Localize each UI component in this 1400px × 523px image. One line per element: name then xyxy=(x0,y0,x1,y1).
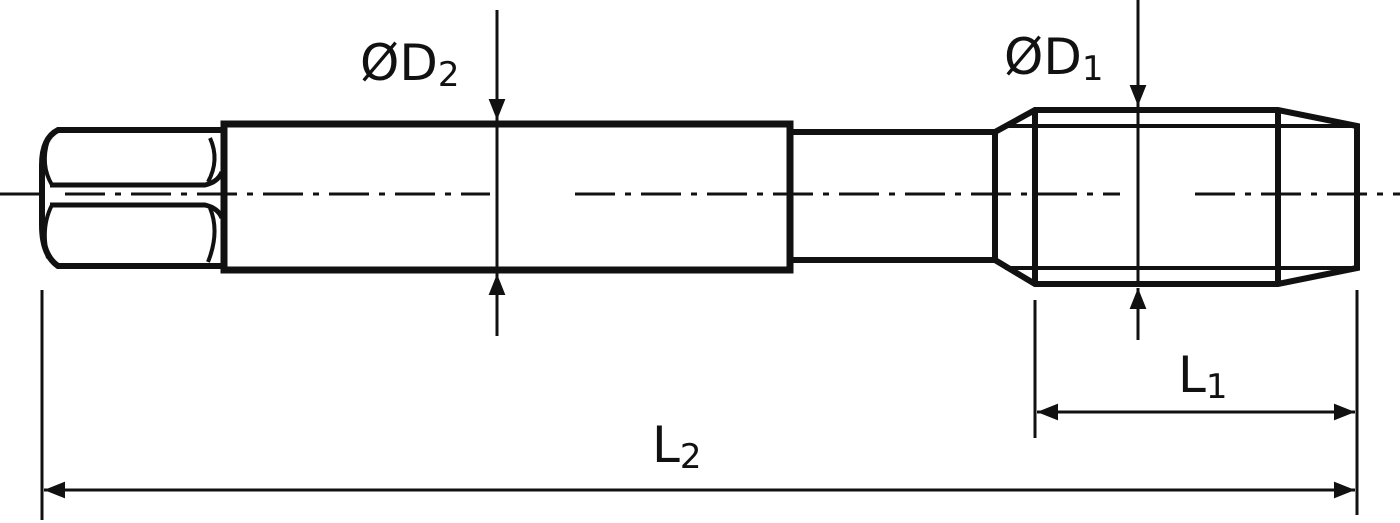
l2-label: L2 xyxy=(652,416,702,477)
square-drive-end xyxy=(39,127,225,269)
l1-label: L1 xyxy=(1178,346,1228,407)
extension-lines xyxy=(40,290,1359,520)
d1-label: ØD1 xyxy=(1004,28,1104,89)
d2-label: ØD2 xyxy=(360,34,460,95)
neck xyxy=(790,129,998,263)
shank xyxy=(220,120,794,274)
thread-section xyxy=(993,107,1360,287)
